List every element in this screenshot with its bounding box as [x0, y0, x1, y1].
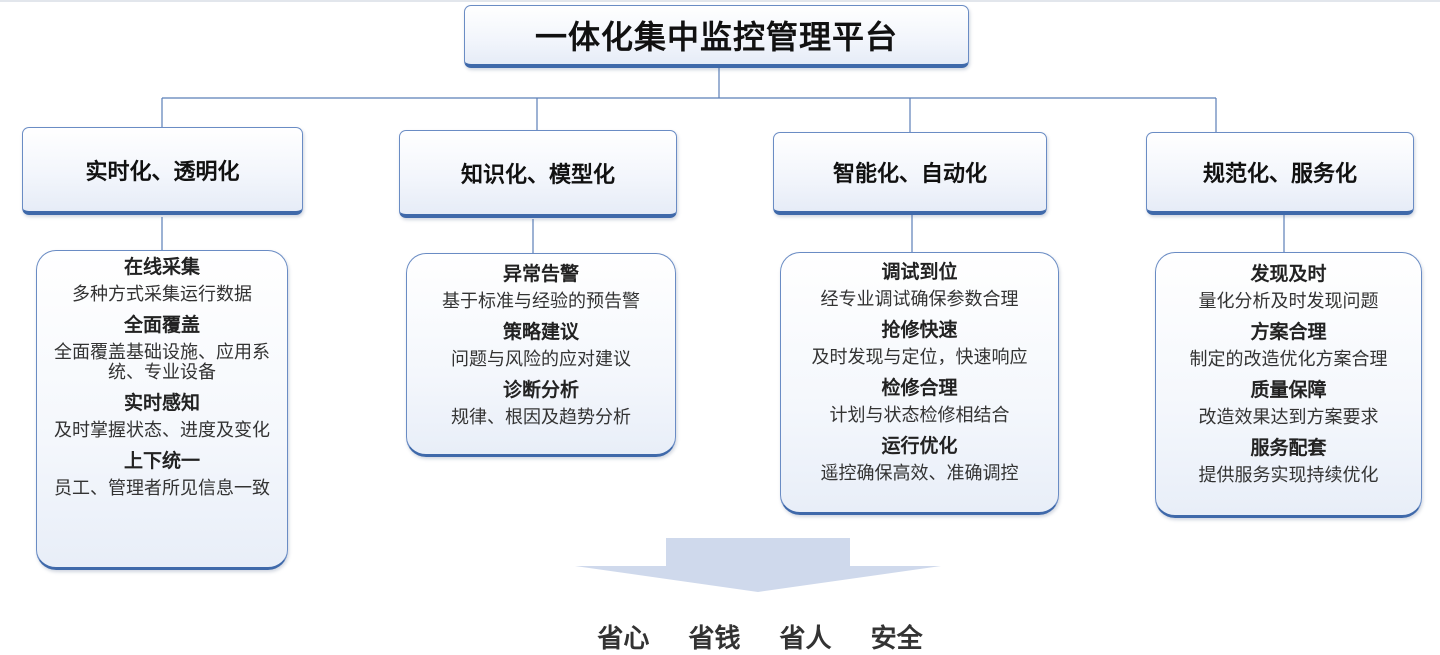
- item-description: 规律、根因及趋势分析: [451, 407, 631, 428]
- item-heading: 实时感知: [123, 392, 200, 414]
- item-description: 制定的改造优化方案合理: [1189, 349, 1388, 370]
- outcome-label: 省钱: [688, 624, 741, 654]
- item-heading: 抢修快速: [881, 319, 958, 341]
- category-box-knowledge: 知识化、模型化: [399, 130, 677, 218]
- category-box-intelligent: 智能化、自动化: [773, 132, 1047, 215]
- detail-panel-realtime: 在线采集 多种方式采集运行数据 全面覆盖 全面覆盖基础设施、应用系统、专业设备 …: [36, 250, 288, 570]
- detail-panel-intelligent: 调试到位 经专业调试确保参数合理 抢修快速 及时发现与定位，快速响应 检修合理 …: [780, 252, 1059, 515]
- item-description: 及时发现与定位，快速响应: [811, 347, 1028, 368]
- item-heading: 诊断分析: [502, 379, 579, 401]
- platform-title: 一体化集中监控管理平台: [464, 5, 969, 68]
- item-heading: 上下统一: [123, 450, 200, 472]
- category-box-standard: 规范化、服务化: [1146, 132, 1414, 215]
- outcome-label: 省心: [597, 624, 650, 654]
- detail-panel-standard: 发现及时 量化分析及时发现问题 方案合理 制定的改造优化方案合理 质量保障 改造…: [1155, 252, 1422, 518]
- item-heading: 全面覆盖: [123, 314, 200, 336]
- item-heading: 运行优化: [881, 435, 958, 457]
- item-description: 问题与风险的应对建议: [451, 349, 631, 370]
- item-description: 计划与状态检修相结合: [829, 405, 1010, 426]
- item-description: 量化分析及时发现问题: [1198, 291, 1379, 312]
- outcome-label: 省人: [779, 624, 832, 654]
- category-box-realtime: 实时化、透明化: [22, 127, 303, 215]
- item-description: 及时掌握状态、进度及变化: [54, 420, 270, 441]
- item-description: 多种方式采集运行数据: [72, 284, 252, 305]
- item-heading: 检修合理: [881, 377, 958, 399]
- item-heading: 质量保障: [1250, 379, 1327, 401]
- item-heading: 方案合理: [1250, 321, 1327, 343]
- item-description: 提供服务实现持续优化: [1198, 465, 1379, 486]
- item-description: 基于标准与经验的预告警: [442, 291, 640, 312]
- item-heading: 异常告警: [502, 263, 579, 285]
- detail-panel-knowledge: 异常告警 基于标准与经验的预告警 策略建议 问题与风险的应对建议 诊断分析 规律…: [406, 253, 676, 457]
- item-description: 经专业调试确保参数合理: [820, 289, 1019, 310]
- item-description: 遥控确保高效、准确调控: [820, 463, 1019, 484]
- item-heading: 调试到位: [881, 261, 958, 283]
- item-description: 改造效果达到方案要求: [1198, 407, 1379, 428]
- outcome-label: 安全: [870, 624, 923, 654]
- item-heading: 发现及时: [1250, 263, 1327, 285]
- top-divider: [0, 0, 1440, 2]
- down-arrow-icon: [575, 538, 941, 592]
- item-description: 员工、管理者所见信息一致: [54, 478, 270, 499]
- item-description: 全面覆盖基础设施、应用系统、专业设备: [54, 342, 270, 383]
- outcomes-row: 省心 省钱 省人 安全: [560, 618, 960, 655]
- item-heading: 策略建议: [502, 321, 579, 343]
- item-heading: 服务配套: [1250, 437, 1327, 459]
- item-heading: 在线采集: [123, 256, 200, 278]
